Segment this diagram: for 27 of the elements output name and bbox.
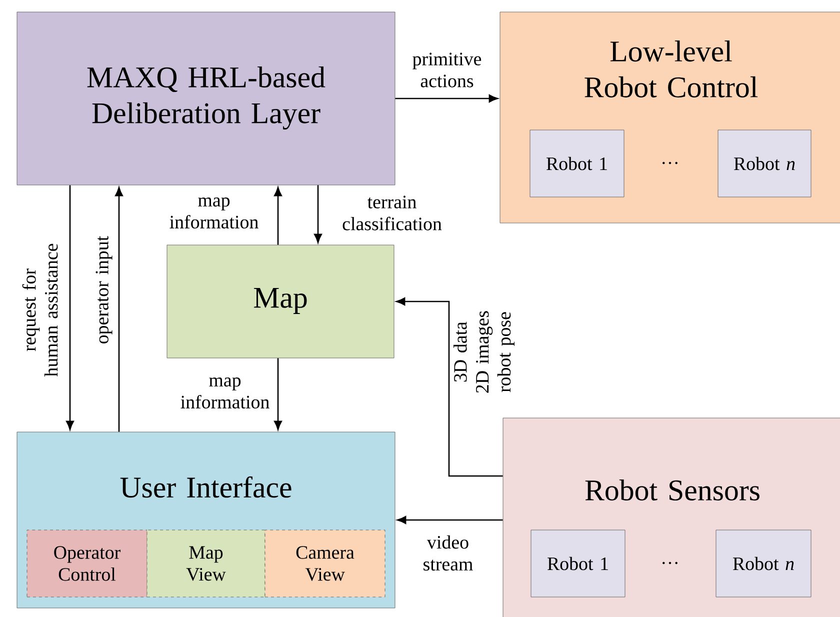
- arrow: [66, 185, 74, 430]
- arrow: [396, 298, 503, 477]
- panel-box: Operator Control: [26, 530, 148, 598]
- ellipsis-label: …: [662, 562, 678, 564]
- edge-label: terrain classification: [342, 196, 442, 230]
- layer-box: MAXQ HRL-based Deliberation Layer: [16, 12, 396, 186]
- edge-label: map information: [180, 377, 270, 408]
- map-box: Map: [166, 244, 394, 358]
- robot-box: Robot 1: [530, 130, 624, 198]
- edge-label: primitive actions: [412, 52, 482, 88]
- edge-label: request for human assistance: [22, 244, 58, 377]
- edge-label: 3D data 2D images robot pose: [454, 311, 514, 393]
- panel-box: Camera View: [264, 530, 386, 598]
- edge-label: video stream: [424, 535, 473, 571]
- arrow: [274, 187, 282, 245]
- edge-label: map information: [170, 197, 258, 228]
- arrow: [274, 358, 282, 430]
- arrow: [314, 185, 322, 243]
- robot-box: Robot 1: [530, 530, 626, 598]
- ellipsis-label: …: [662, 162, 678, 164]
- arrow: [115, 187, 123, 432]
- panel-box: Map View: [146, 530, 266, 598]
- arrow: [395, 94, 498, 102]
- edge-label: operator input: [96, 236, 112, 344]
- robot-box: Robot n: [718, 130, 812, 198]
- robot-box: Robot n: [716, 530, 812, 598]
- arrow: [397, 516, 503, 524]
